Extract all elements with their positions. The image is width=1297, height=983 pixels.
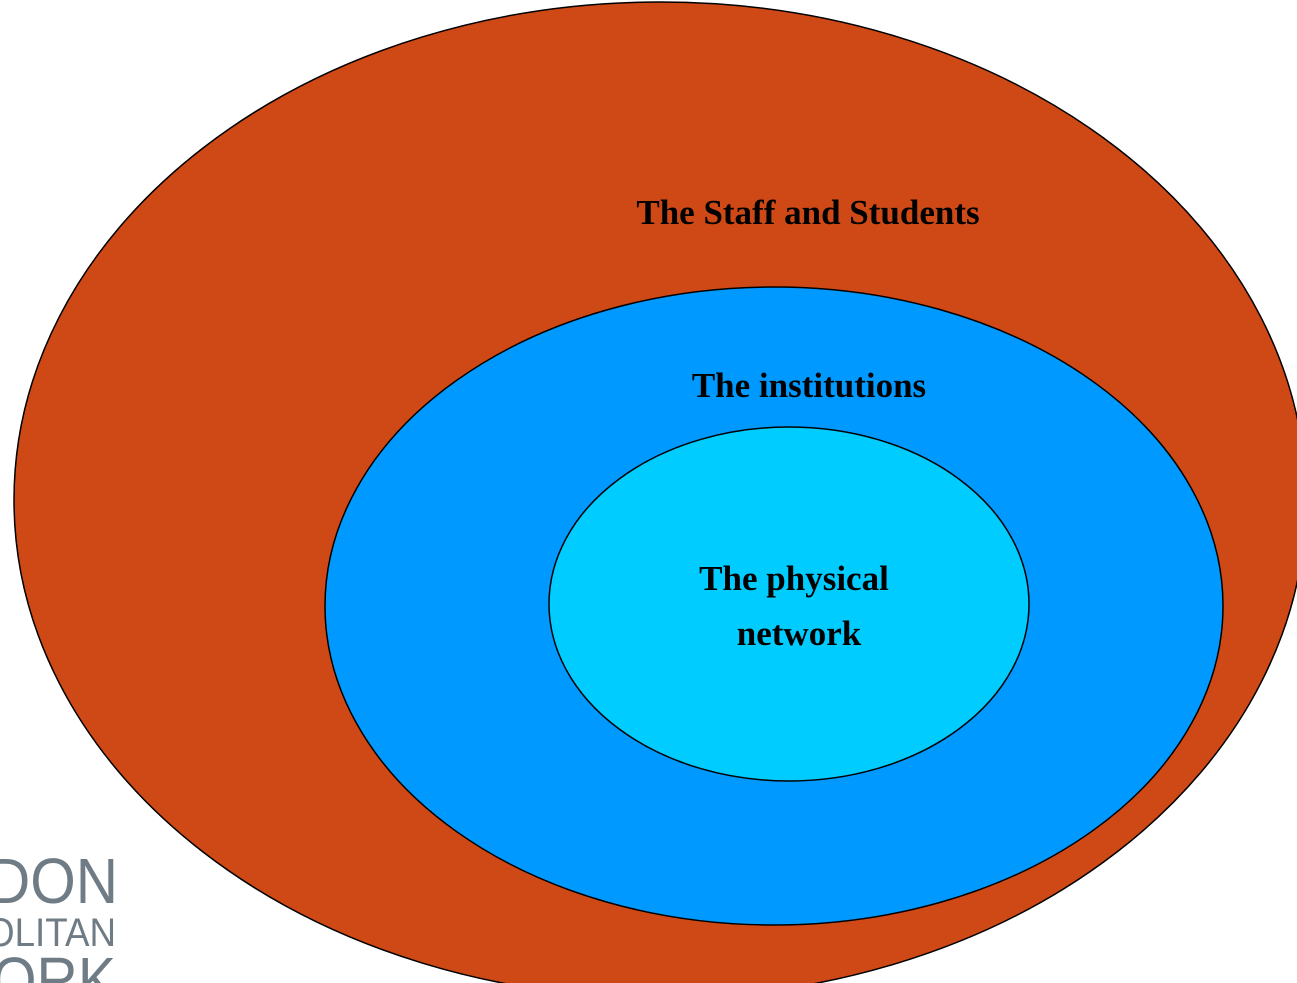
- middle-ring-label: The institutions: [692, 366, 926, 405]
- outer-ring-label: The Staff and Students: [636, 193, 979, 232]
- inner-ring-label-line-1: The physical: [699, 559, 889, 598]
- inner-ring-label-line-2: network: [737, 614, 862, 653]
- logo-line-1: DON: [0, 845, 118, 917]
- logo: DON OLITAN ORK: [0, 845, 118, 983]
- logo-line-2: OLITAN: [0, 911, 116, 955]
- logo-line-3: ORK: [0, 944, 116, 983]
- inner-ring-physical-network: [548, 426, 1030, 782]
